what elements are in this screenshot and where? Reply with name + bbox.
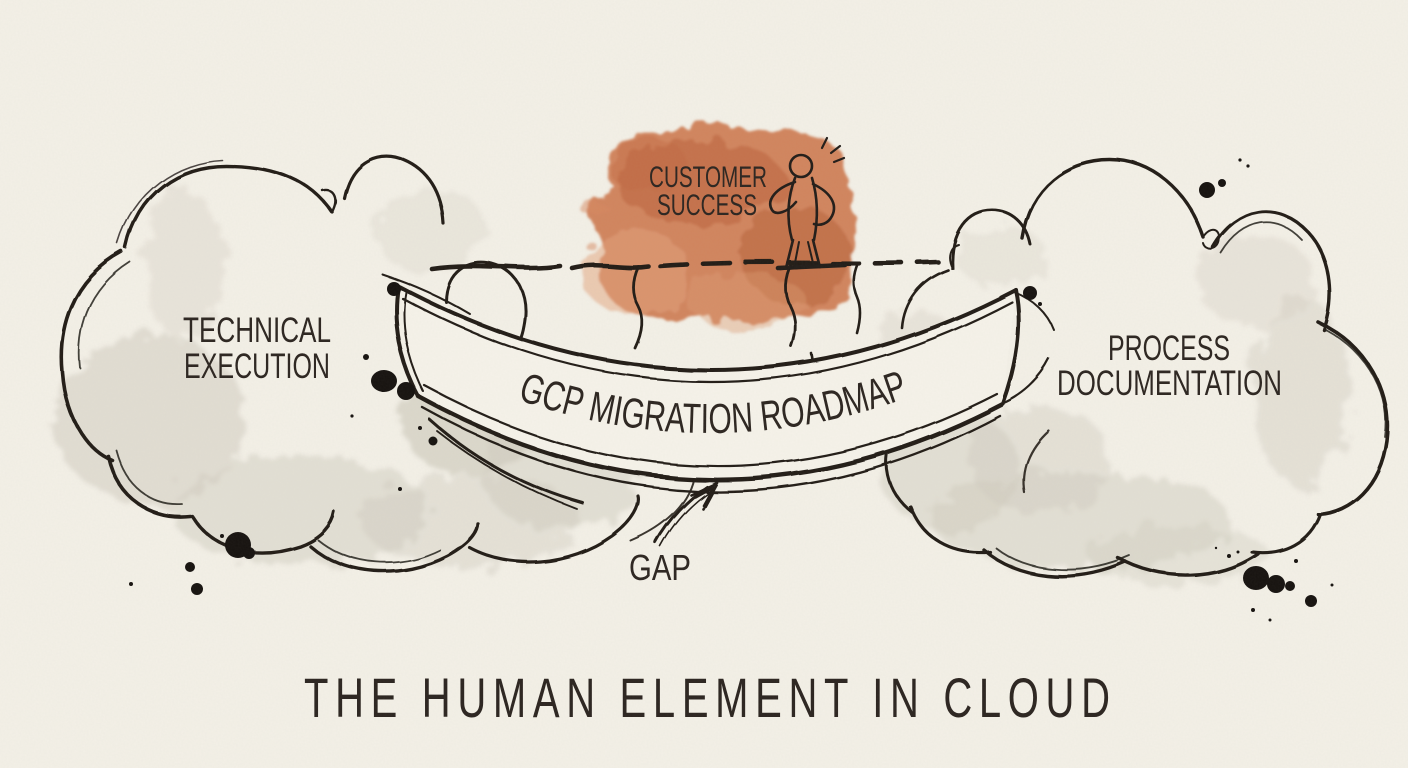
paper-grain bbox=[0, 0, 1408, 768]
sketch-diagram: GCP MIGRATION ROADMAP TECHNICAL EXECUTIO… bbox=[0, 0, 1408, 768]
illustration-canvas: GCP MIGRATION ROADMAP TECHNICAL EXECUTIO… bbox=[0, 0, 1408, 768]
